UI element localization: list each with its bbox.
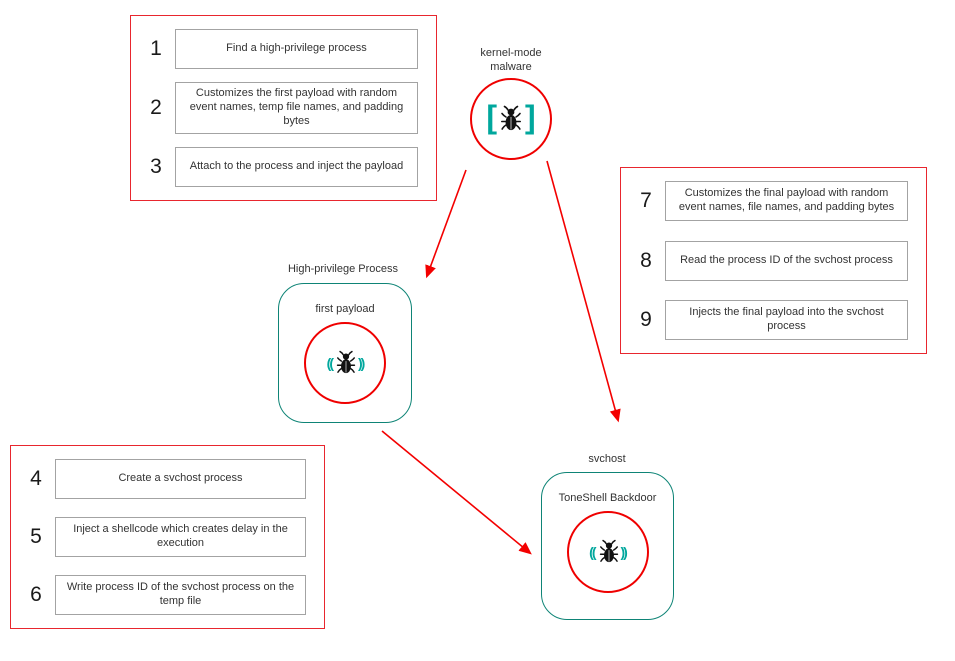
step-text: Attach to the process and inject the pay… xyxy=(189,160,404,173)
step-box: Injects the final payload into the svcho… xyxy=(665,300,908,340)
step-row: 7 Customizes the final payload with rand… xyxy=(627,181,908,221)
step-box: Customizes the first payload with random… xyxy=(175,82,418,134)
step-box: Create a svchost process xyxy=(55,459,306,499)
step-text: Find a high-privilege process xyxy=(226,42,367,55)
svchost-node: ToneShell Backdoor (( )) xyxy=(541,472,674,620)
step-row: 2 Customizes the first payload with rand… xyxy=(137,82,418,134)
step-row: 4 Create a svchost process xyxy=(17,459,306,499)
step-row: 1 Find a high-privilege process xyxy=(137,29,418,69)
svchost-label: svchost xyxy=(588,453,626,465)
arrow-high-privilege-to-svchost xyxy=(381,430,532,555)
step-number: 4 xyxy=(30,467,42,490)
payload-circle: (( )) xyxy=(566,511,649,593)
right-bracket-icon: ] xyxy=(525,99,536,135)
step-text: Write process ID of the svchost process … xyxy=(66,581,295,607)
bug-icon xyxy=(335,349,357,377)
step-number: 9 xyxy=(640,308,652,331)
step-group-4-6: 4 Create a svchost process 5 Inject a sh… xyxy=(10,445,325,629)
step-row: 3 Attach to the process and inject the p… xyxy=(137,147,418,187)
step-text: Inject a shellcode which creates delay i… xyxy=(73,523,288,549)
bug-icon xyxy=(499,104,523,134)
step-group-1-3: 1 Find a high-privilege process 2 Custom… xyxy=(130,15,437,201)
arrow-kernel-to-svchost xyxy=(546,160,621,423)
step-row: 6 Write process ID of the svchost proces… xyxy=(17,575,306,615)
step-number: 8 xyxy=(640,248,652,272)
step-text: Create a svchost process xyxy=(118,472,243,485)
step-box: Inject a shellcode which creates delay i… xyxy=(55,517,306,557)
signal-wave-right-icon: )) xyxy=(620,544,628,560)
kernel-malware-node: [ ] xyxy=(470,78,552,160)
step-group-7-9: 7 Customizes the final payload with rand… xyxy=(620,167,927,354)
step-box: Customizes the final payload with random… xyxy=(665,181,908,221)
kernel-malware-label: kernel-mode malware xyxy=(480,47,542,74)
step-number: 5 xyxy=(30,525,42,548)
step-text: Injects the final payload into the svcho… xyxy=(689,306,884,332)
signal-wave-left-icon: (( xyxy=(589,544,596,560)
step-box: Find a high-privilege process xyxy=(175,29,418,69)
signal-wave-left-icon: (( xyxy=(326,355,334,371)
bug-icon xyxy=(598,538,620,566)
toneshell-backdoor-label: ToneShell Backdoor xyxy=(558,492,657,504)
high-privilege-process-label: High-privilege Process xyxy=(287,263,399,275)
step-box: Write process ID of the svchost process … xyxy=(55,575,306,615)
high-privilege-process-node: first payload (( )) xyxy=(278,283,412,423)
payload-circle: (( )) xyxy=(304,322,386,404)
step-row: 9 Injects the final payload into the svc… xyxy=(627,300,908,340)
step-box: Read the process ID of the svchost proce… xyxy=(665,240,908,281)
step-text: Customizes the first payload with random… xyxy=(189,87,404,127)
step-number: 2 xyxy=(150,96,162,119)
first-payload-label: first payload xyxy=(315,303,375,315)
step-number: 6 xyxy=(30,583,42,606)
step-text: Customizes the final payload with random… xyxy=(678,187,895,213)
step-number: 1 xyxy=(150,37,162,60)
step-box: Attach to the process and inject the pay… xyxy=(175,147,418,187)
step-text: Read the process ID of the svchost proce… xyxy=(680,253,893,266)
left-bracket-icon: [ xyxy=(486,99,497,135)
signal-wave-right-icon: )) xyxy=(358,355,365,371)
step-row: 8 Read the process ID of the svchost pro… xyxy=(627,240,908,281)
step-number: 3 xyxy=(150,155,162,178)
step-row: 5 Inject a shellcode which creates delay… xyxy=(17,517,306,557)
step-number: 7 xyxy=(640,189,652,212)
